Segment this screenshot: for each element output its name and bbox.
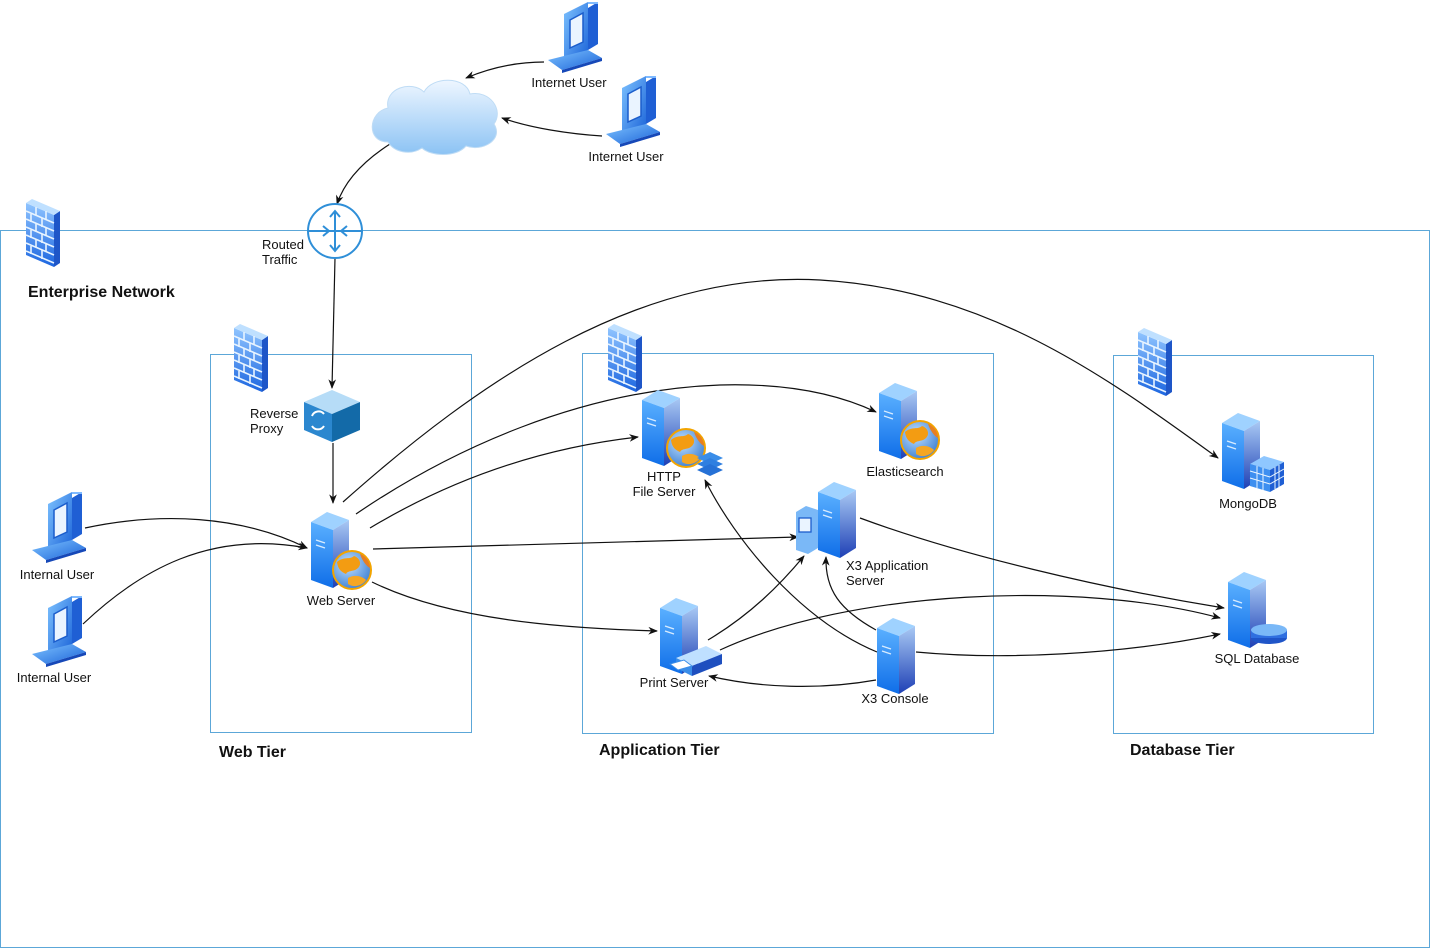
- firewall-icon-web-tier: [233, 323, 269, 393]
- file-server-icon[interactable]: [641, 389, 723, 476]
- edge-cloud-to-router: [336, 143, 391, 205]
- firewall-icon-enterprise: [25, 198, 61, 268]
- internet-user-2-label: Internet User: [588, 149, 664, 164]
- edge-web-server-to-elasticsearch: [355, 384, 877, 515]
- edge-web-server-to-http-file-server: [369, 434, 639, 529]
- mongodb-server-icon[interactable]: [1221, 412, 1285, 492]
- proxy-cube-icon[interactable]: [304, 390, 360, 442]
- firewall-icon-database-tier: [1137, 327, 1173, 397]
- web-tier-label: Web Tier: [219, 744, 286, 761]
- application-tier-label: Application Tier: [599, 742, 720, 759]
- edge-internet-user-1-to-cloud: [465, 61, 545, 79]
- http-file-server-label: HTTP File Server: [632, 469, 696, 499]
- sql-database-label: SQL Database: [1214, 651, 1300, 666]
- edge-web-server-to-x3-app-server: [372, 533, 799, 550]
- edge-internet-user-2-to-cloud: [501, 117, 603, 137]
- edge-x3-console-to-sql: [915, 632, 1221, 657]
- database-tier-boundary: [1113, 355, 1374, 734]
- edge-x3-app-server-to-sql: [859, 517, 1225, 611]
- console-server-icon[interactable]: [876, 617, 916, 695]
- x3-console-label: X3 Console: [861, 691, 929, 706]
- edge-x3-console-to-http-file-server: [704, 479, 878, 653]
- internal-user-1-label: Internal User: [19, 567, 95, 582]
- elasticsearch-server-icon[interactable]: [878, 382, 940, 460]
- edge-internal-user-2-to-web-server: [82, 542, 308, 625]
- laptop-icon-internal-user-2[interactable]: [31, 595, 87, 668]
- laptop-icon-internet-user-2[interactable]: [605, 75, 661, 148]
- sql-database-server-icon[interactable]: [1227, 571, 1287, 649]
- print-server-label: Print Server: [639, 675, 709, 690]
- laptop-icon-internal-user-1[interactable]: [31, 491, 87, 564]
- edge-web-server-to-mongodb: [342, 278, 1219, 503]
- internal-user-2-label: Internal User: [16, 670, 92, 685]
- router-icon[interactable]: [307, 203, 363, 259]
- firewall-icon-application-tier: [607, 323, 643, 393]
- web-tier-boundary: [210, 354, 472, 733]
- edge-x3-console-to-print-server: [708, 674, 877, 688]
- edge-internal-user-1-to-web-server: [84, 517, 308, 549]
- x3-app-server-label: X3 Application Server: [846, 558, 929, 588]
- edge-web-server-to-print-server: [371, 581, 658, 635]
- enterprise-network-label: Enterprise Network: [28, 284, 175, 301]
- reverse-proxy-label: Reverse Proxy: [250, 406, 299, 436]
- database-tier-label: Database Tier: [1130, 742, 1235, 759]
- edge-router-to-reverse-proxy: [328, 257, 337, 389]
- edge-print-server-to-sql: [719, 594, 1221, 651]
- edge-print-server-to-x3-app-server: [707, 555, 805, 641]
- web-server-label: Web Server: [306, 593, 376, 608]
- laptop-icon-internet-user-1[interactable]: [547, 1, 603, 74]
- router-label: Routed Traffic: [262, 237, 304, 267]
- mongodb-label: MongoDB: [1219, 496, 1277, 511]
- application-server-icon[interactable]: [796, 481, 857, 559]
- edge-x3-console-to-x3-app-server: [821, 556, 877, 631]
- print-server-icon[interactable]: [659, 597, 722, 676]
- elasticsearch-label: Elasticsearch: [866, 464, 944, 479]
- cloud-icon[interactable]: [371, 79, 498, 155]
- web-server-icon[interactable]: [310, 511, 372, 590]
- internet-user-1-label: Internet User: [531, 75, 607, 90]
